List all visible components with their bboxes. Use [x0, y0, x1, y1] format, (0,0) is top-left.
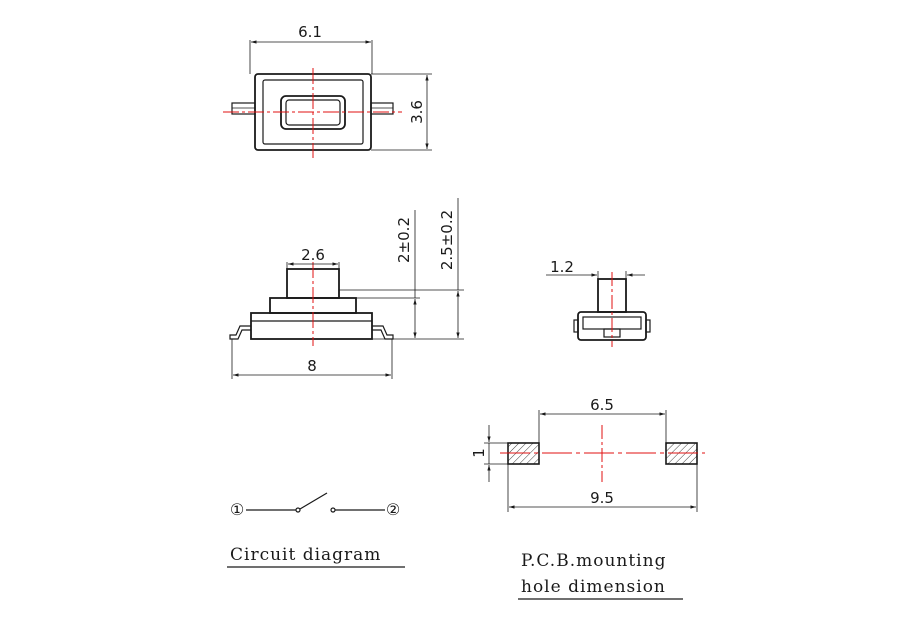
length-label: 8 — [307, 357, 317, 375]
end-view: 1.2 — [546, 258, 651, 347]
switch-contact-right — [330, 507, 336, 513]
height1-label: 2±0.2 — [395, 217, 413, 263]
pcb-caption-line2: hole dimension — [521, 577, 666, 597]
side-view-body — [250, 312, 373, 340]
height2-label: 2.5±0.2 — [438, 210, 456, 270]
side-view: 2.6 2±0.2 2.5±0.2 8 — [229, 198, 464, 379]
side-view-right-lead — [372, 325, 394, 340]
circuit-pin2: ② — [386, 500, 400, 519]
side-view-left-lead — [229, 325, 251, 340]
end-width-label: 1.2 — [550, 258, 574, 276]
actuator-label: 2.6 — [301, 246, 325, 264]
pcb-layout: 6.5 1 9.5 — [470, 396, 705, 512]
pcb-pad-label: 1 — [470, 448, 488, 458]
switch-contact-left — [295, 507, 301, 513]
top-view: 6.1 3.6 — [223, 23, 432, 158]
pcb-caption-line1: P.C.B.mounting — [521, 551, 666, 571]
top-view-left-terminal — [231, 102, 256, 115]
circuit-diagram: ① ② — [230, 492, 400, 519]
top-view-right-terminal — [370, 102, 394, 115]
top-width-label: 6.1 — [298, 23, 322, 41]
top-height-label: 3.6 — [408, 100, 426, 124]
pcb-pitch-label: 6.5 — [590, 396, 614, 414]
circuit-pin1: ① — [230, 500, 244, 519]
circuit-caption: Circuit diagram — [230, 545, 381, 565]
pcb-overall-label: 9.5 — [590, 489, 614, 507]
switch-lever — [299, 492, 328, 510]
